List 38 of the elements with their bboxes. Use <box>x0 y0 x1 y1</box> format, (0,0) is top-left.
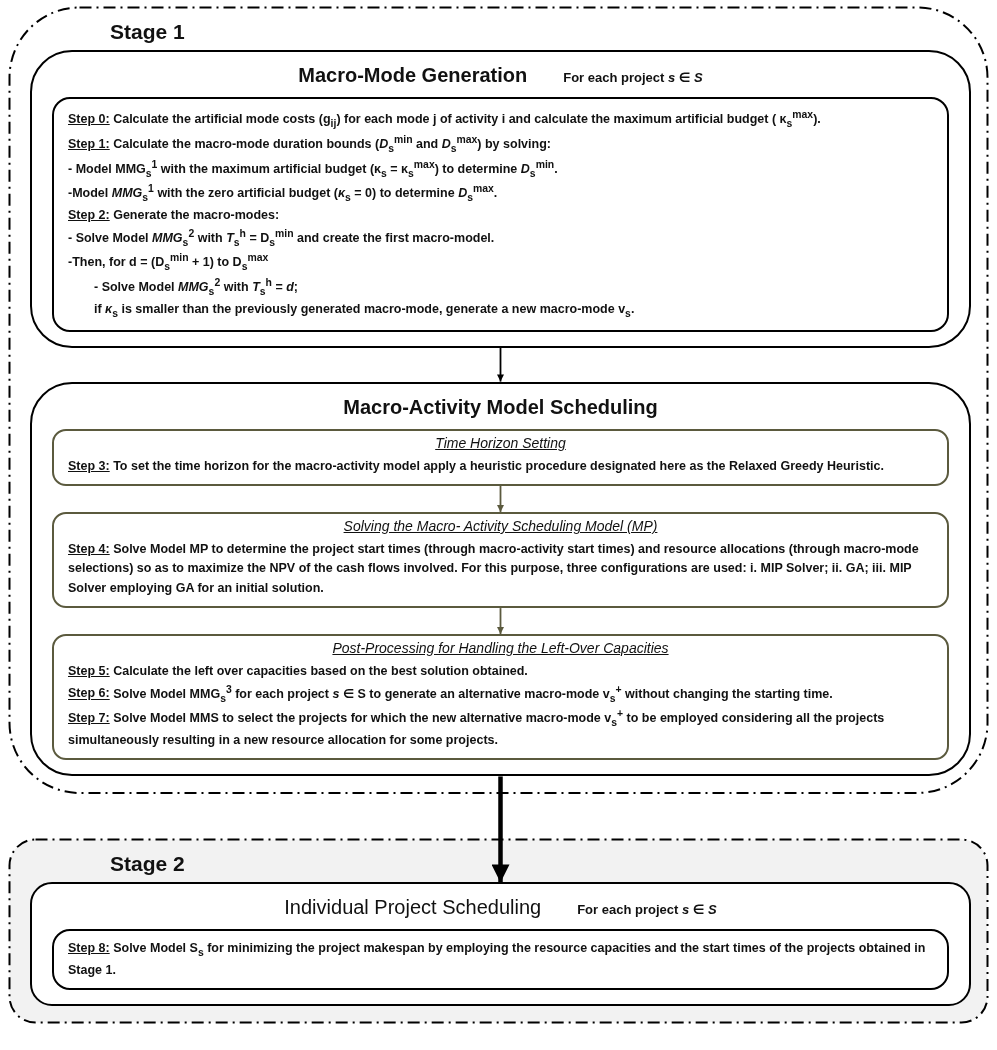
step-text: Step 2: Generate the macro-modes: <box>68 207 281 225</box>
step-text: Step 8: Solve Model S$_{s}$ for minimizing the project makespan by employing the resource capacities and the start times of the projects obtained in Stage 1. <box>68 940 927 980</box>
step-text: Step 0: Calculate the artificial mode costs (g$_{ij}$) for each mode j of activity i and calculate the maximum artificial budget ( κ$_{s}$$^{max}$). <box>68 108 822 131</box>
arrow <box>496 485 505 513</box>
section-heading: Individual Project Scheduling <box>284 896 542 920</box>
section-box <box>30 50 971 348</box>
subsection-title: Solving the Macro- Activity Scheduling Model (MP) <box>342 517 659 534</box>
section-box <box>30 381 971 777</box>
step-text: - Model MMG$_{s}$$^{1}$ with the maximum artificial budget (κ$_{s}$ = κ$_{s}$$^{max}$) to determine D$_{s}$$^{min}$. <box>68 157 559 181</box>
step-box <box>52 634 949 761</box>
stage-title: Stage 2 <box>110 852 186 877</box>
scope-note: For each project s ∈ S <box>577 902 717 918</box>
step-box <box>52 428 949 486</box>
section-heading: Macro-Mode Generation <box>298 64 528 87</box>
step-text: Step 7: Solve Model MMS to select the projects for which the new alternative macro-mode v$_{s}$$^{+}$ to be employed considering all the projects simultaneously resulting in a new resource allocation for some projects. <box>68 707 886 750</box>
subsection-title: Time Horizon Setting <box>434 434 567 451</box>
step-text: if κ$_{s}$ is smaller than the previously generated macro-mode, generate a new macro-mode v$_{s}$. <box>93 300 636 321</box>
section-heading: Macro-Activity Model Scheduling <box>343 395 658 419</box>
step-text: -Model MMG$_{s}$$^{1}$ with the zero artificial budget (κ$_{s}$ = 0) to determine D$_{s}$$^{max}$. <box>68 182 499 206</box>
section-box <box>30 882 971 1007</box>
step-box <box>52 929 949 991</box>
step-box <box>52 97 949 332</box>
stage-title: Stage 1 <box>110 20 186 44</box>
step-text: - Solve Model MMG$_{s}$$^{2}$ with T$_{s}$$^{h}$ = D$_{s}$$^{min}$ and create the first macro-model. <box>68 226 496 250</box>
scope-note: For each project s ∈ S <box>563 70 703 85</box>
step-text: Step 1: Calculate the macro-mode duration bounds (D$_{s}$$^{min}$ and D$_{s}$$^{max}$) by solving: <box>68 132 552 156</box>
arrow <box>496 607 505 635</box>
arrow <box>491 776 510 883</box>
step-box <box>52 511 949 609</box>
step-text: Step 6: Solve Model MMG$_{s}$$^{3}$ for each project s ∈ S to generate an alternative macro-mode v$_{s}$$^{+}$ without changing the starting time. <box>68 682 834 706</box>
step-text: Step 4: Solve Model MP to determine the project start times (through macro-activity start times) and resource allocations (through macro-mode selections) so as to maximize the NPV of the cash flows involved. For this purpose, three configurations are used: i. MIP Solver; ii. GA; iii. MIP Solver employing GA for an initial solution. <box>68 540 920 597</box>
subsection-title: Post-Processing for Handling the Left-Over Capacities <box>331 640 670 657</box>
step-text: Step 3: To set the time horizon for the macro-activity model apply a heuristic procedure designated here as the Relaxed Greedy Heuristic. <box>68 457 885 475</box>
step-text: - Solve Model MMG$_{s}$$^{2}$ with T$_{s}$$^{h}$ = d; <box>93 276 299 299</box>
arrow <box>496 346 505 383</box>
step-text: Step 5: Calculate the left over capacities based on the best solution obtained. <box>68 663 529 681</box>
stage-panel <box>8 838 989 1025</box>
stage-panel <box>8 6 989 795</box>
